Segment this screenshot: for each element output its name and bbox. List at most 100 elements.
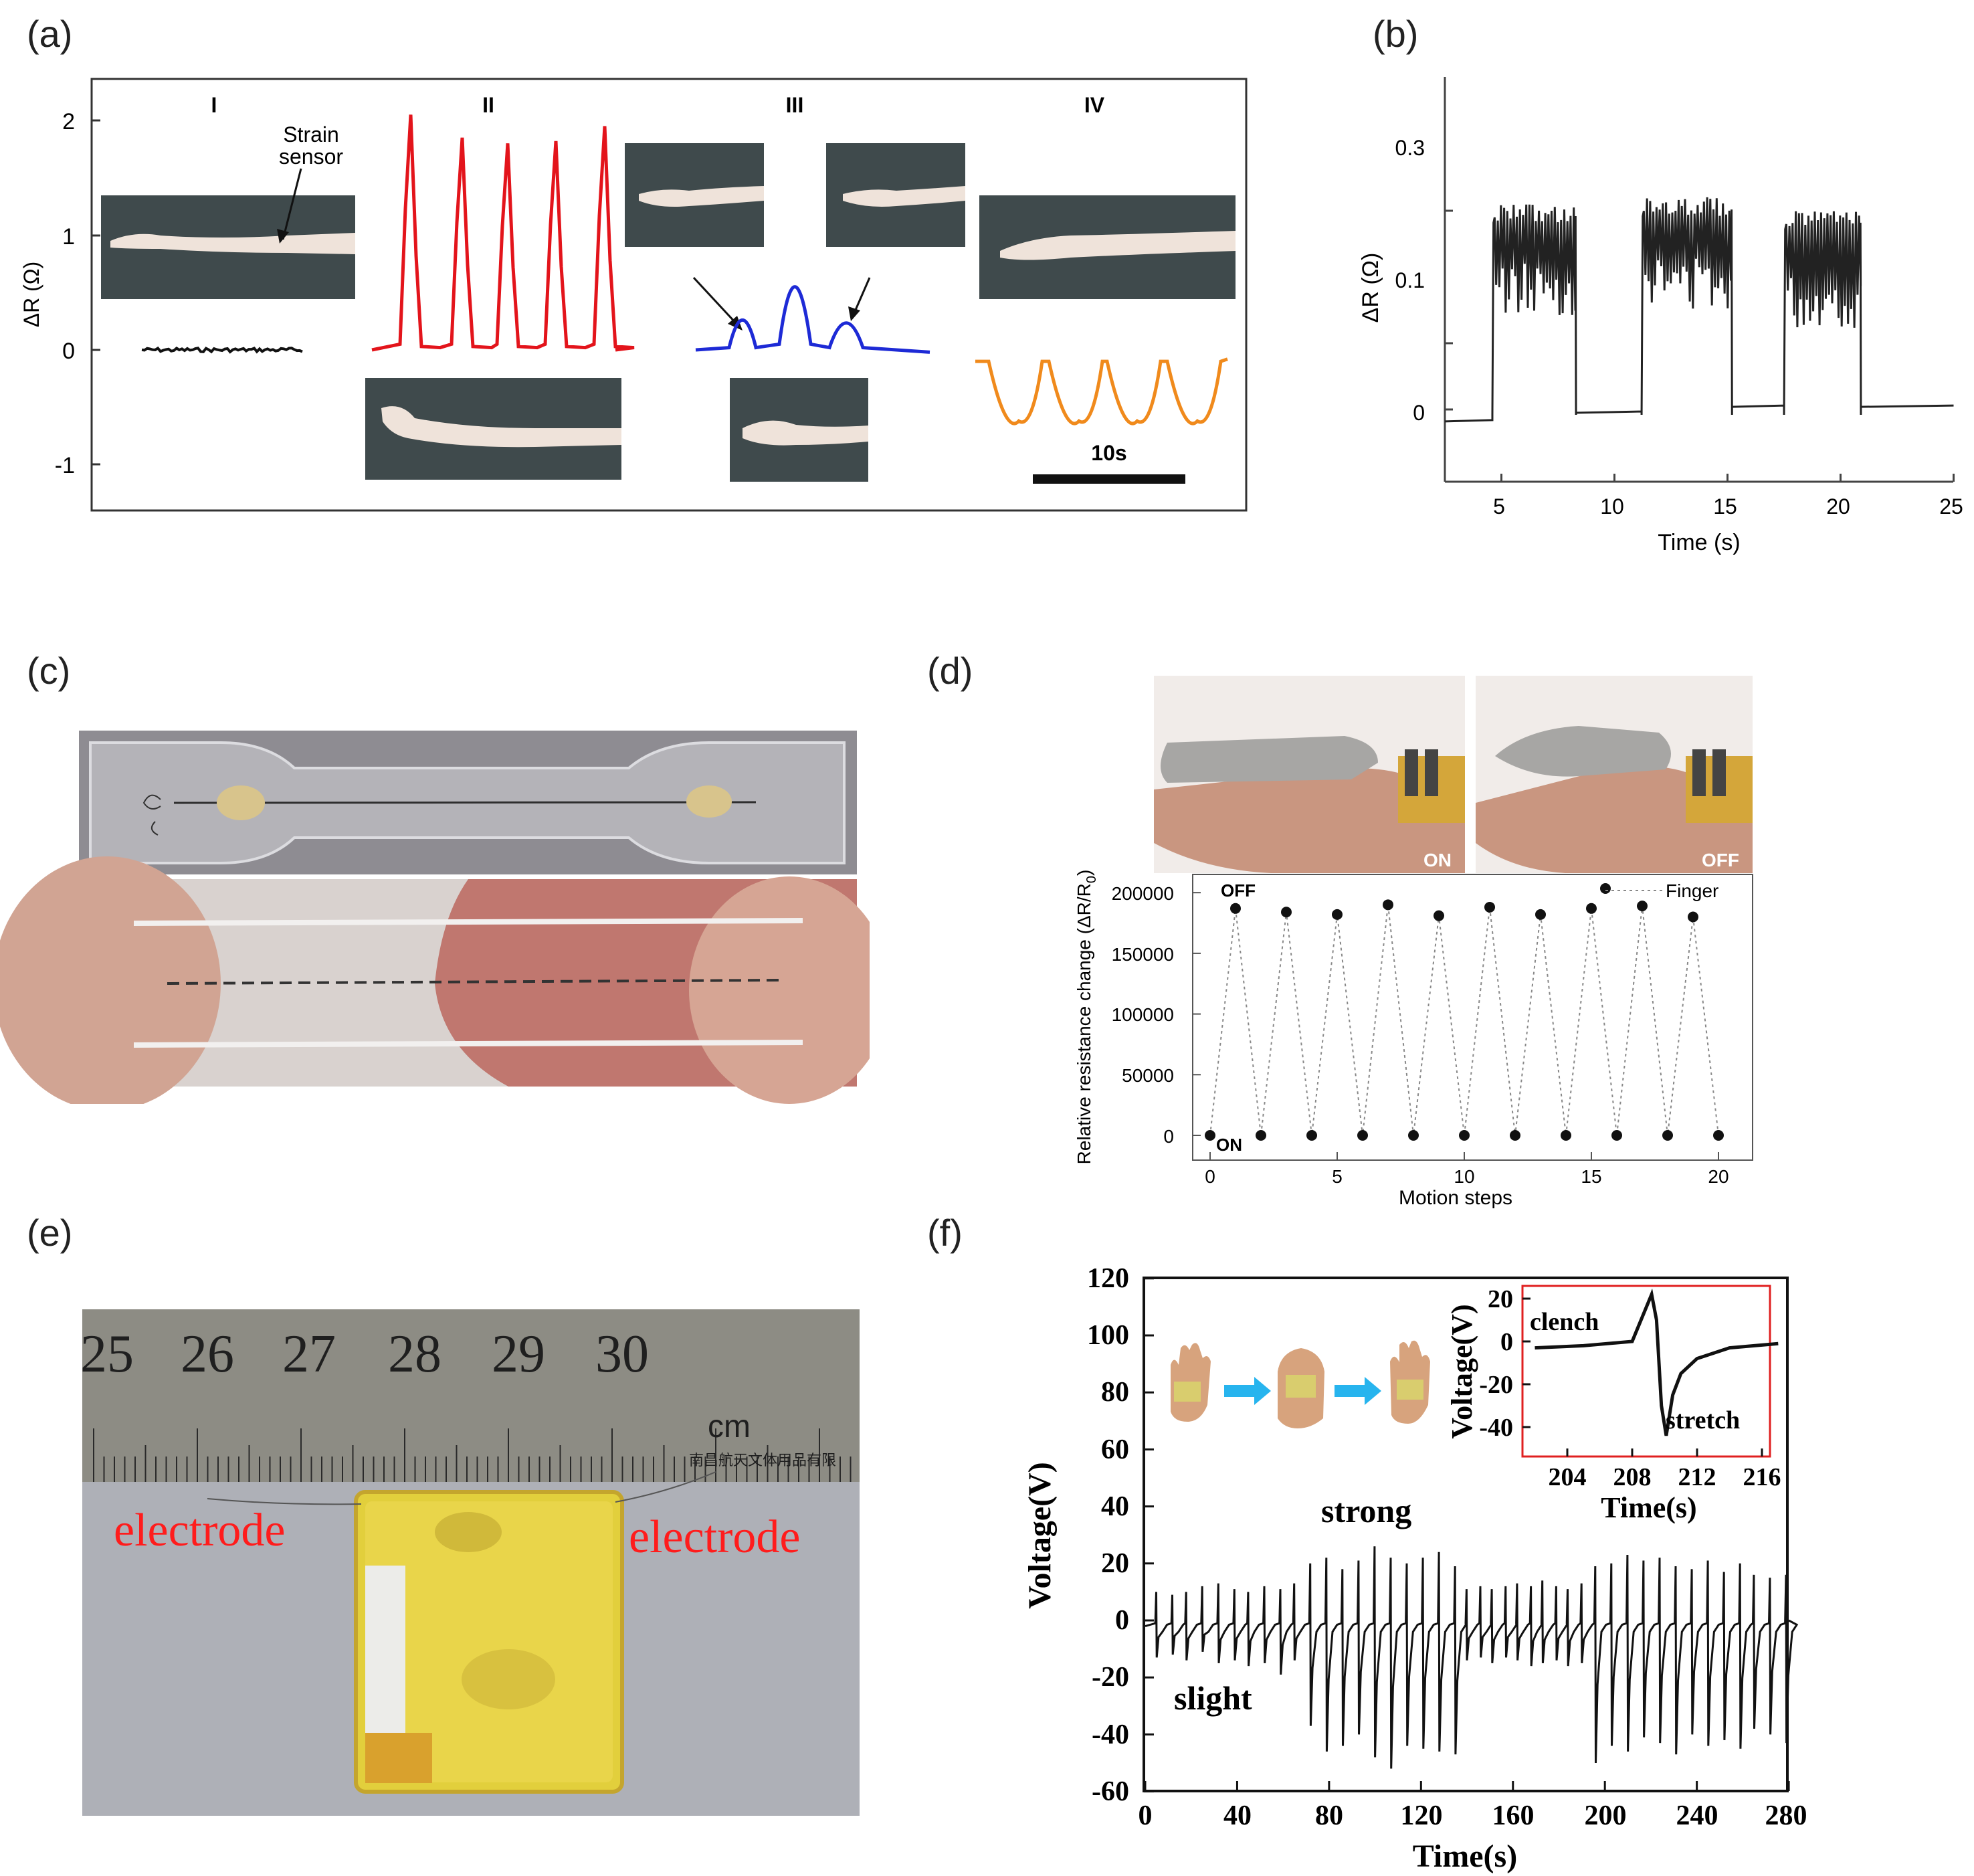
panel-f-xtick-80: 80: [1315, 1800, 1343, 1831]
panel-a-photo-I: [101, 195, 355, 299]
panel-c-photo-top: [79, 731, 857, 874]
panel-d-data-point: [1561, 1130, 1571, 1141]
panel-a-section-III: III: [786, 93, 804, 117]
panel-f-label-strong: strong: [1321, 1492, 1411, 1529]
panel-f-ytick-120: 120: [1087, 1263, 1129, 1294]
panel-d-xtick-20: 20: [1708, 1166, 1729, 1187]
panel-d-ytick-50000: 50000: [1122, 1065, 1174, 1086]
panel-a-ytick-0: 0: [62, 339, 75, 364]
panel-e-ruler-30: 30: [595, 1325, 649, 1384]
panel-d-xtick-10: 10: [1454, 1166, 1474, 1187]
panel-d-data-point: [1662, 1130, 1673, 1141]
panel-e-electrode-left: electrode: [114, 1505, 285, 1556]
panel-f-inset-ytick-20: 20: [1488, 1285, 1513, 1313]
panel-d-photo-label-on: ON: [1423, 850, 1452, 870]
panel-d-ytick-200000: 200000: [1112, 883, 1174, 904]
panel-d-data-point: [1459, 1130, 1470, 1141]
panel-f-inset-xlabel: Time(s): [1601, 1491, 1696, 1524]
panel-b: ΔR (Ω) Time (s) 0.3 0.1 0 5 10 15 20 25: [1338, 0, 1974, 602]
panel-b-ylabel: ΔR (Ω): [1358, 253, 1383, 323]
panel-f-ytick-neg60: -60: [1092, 1776, 1129, 1807]
panel-f-inset-xtick-216: 216: [1743, 1463, 1781, 1491]
panel-d-data-point: [1383, 899, 1393, 911]
panel-b-chart: ΔR (Ω) Time (s) 0.3 0.1 0 5 10 15 20 25: [1358, 77, 1963, 555]
panel-e-ruler-28: 28: [388, 1325, 441, 1384]
panel-a-section-II: II: [482, 93, 494, 117]
panel-a-ytick-neg1: -1: [55, 453, 75, 478]
panel-d-ylabel-sub: 0: [1084, 876, 1099, 883]
panel-d-photo-off: [1476, 676, 1753, 873]
panel-f-hand-icon-3: [1390, 1340, 1430, 1424]
panel-d-photo-on: [1154, 676, 1465, 873]
panel-f-letter: (f): [927, 1212, 963, 1254]
panel-b-xtick-25: 25: [1939, 494, 1963, 519]
panel-e-photo: 25 26 27 28 29 30 cm 南昌航天文体用品有限 electrod…: [80, 1309, 860, 1816]
panel-f-xtick-120: 120: [1401, 1800, 1443, 1831]
panel-e-ruler: [82, 1309, 860, 1482]
panel-f-ytick-100: 100: [1087, 1320, 1129, 1351]
panel-f-inset-ytick-neg40: -40: [1479, 1414, 1513, 1442]
panel-f-ytick-60: 60: [1101, 1434, 1129, 1465]
panel-a-photo-III-bottom: [730, 378, 868, 482]
panel-f-inset-label-clench: clench: [1530, 1308, 1599, 1336]
panel-b-xtick-10: 10: [1600, 494, 1624, 519]
panel-f-ytick-80: 80: [1101, 1377, 1129, 1408]
panel-a-annotation-line2: sensor: [279, 145, 343, 169]
panel-a-scalebar-label: 10s: [1091, 441, 1126, 465]
panel-f-ytick-20: 20: [1101, 1548, 1129, 1579]
panel-a-photo-II: [365, 378, 621, 480]
panel-a-letter: (a): [27, 13, 73, 55]
panel-b-ytick-0: 0: [1413, 401, 1425, 425]
panel-f-inset-xtick-208: 208: [1613, 1463, 1652, 1491]
panel-e-ruler-26: 26: [181, 1325, 234, 1384]
panel-f-inset-ytick-0: 0: [1500, 1328, 1513, 1356]
panel-d-point-label-off: OFF: [1221, 880, 1256, 901]
panel-d: ON OFF 200000 150000 100000 50000 0 0 5 …: [936, 669, 1974, 1218]
panel-d-data-point: [1713, 1130, 1724, 1141]
panel-d-data-point: [1332, 909, 1343, 920]
panel-a-photo-III-right: [826, 143, 965, 247]
panel-f-ytick-neg40: -40: [1092, 1719, 1129, 1750]
panel-e-ruler-29: 29: [492, 1325, 545, 1384]
panel-d-xtick-0: 0: [1205, 1166, 1215, 1187]
panel-f-ytick-40: 40: [1101, 1491, 1129, 1522]
panel-a-ytick-1: 1: [62, 224, 75, 250]
panel-f-xlabel: Time(s): [1413, 1839, 1517, 1874]
panel-a-photo-IV: [979, 195, 1236, 299]
panel-d-data-point: [1484, 901, 1495, 913]
panel-b-trace: [1444, 197, 1954, 423]
panel-d-plot-frame: [1192, 874, 1753, 1161]
panel-d-ytick-100000: 100000: [1112, 1004, 1174, 1025]
panel-d-data-point: [1586, 903, 1597, 914]
panel-d-data-point: [1688, 911, 1698, 923]
panel-f-inset-xtick-212: 212: [1678, 1463, 1716, 1491]
panel-a-ylabel: ΔR (Ω): [19, 262, 43, 328]
panel-f-arrow-icon-1: [1224, 1377, 1271, 1405]
panel-d-xtick-5: 5: [1332, 1166, 1343, 1187]
panel-d-xtick-15: 15: [1581, 1166, 1601, 1187]
panel-d-ytick-0: 0: [1163, 1126, 1174, 1147]
panel-f-inset-ytick-neg20: -20: [1479, 1371, 1513, 1399]
panel-d-series-line: [1209, 905, 1719, 1136]
panel-f-xtick-160: 160: [1492, 1800, 1535, 1831]
panel-d-data-point: [1230, 903, 1241, 914]
panel-a-trace-IV: [975, 357, 1228, 426]
panel-f-inset-frame: [1521, 1285, 1771, 1458]
panel-a-section-I: I: [211, 93, 217, 117]
panel-f-inset-xtick-204: 204: [1549, 1463, 1587, 1491]
panel-e-ruler-unit: cm: [708, 1409, 751, 1444]
panel-b-letter: (b): [1373, 13, 1419, 55]
panel-f-ytick-0: 0: [1115, 1605, 1129, 1636]
panel-d-ylabel-end: ): [1074, 870, 1094, 876]
panel-f-ylabel: Voltage(V): [1022, 1462, 1058, 1609]
panel-d-legend-marker: [1600, 883, 1611, 894]
panel-c-letter: (c): [27, 650, 71, 692]
panel-d-data-point: [1256, 1130, 1266, 1141]
panel-f-xtick-40: 40: [1223, 1800, 1252, 1831]
panel-d-letter: (d): [927, 650, 973, 692]
panel-f-xtick-0: 0: [1139, 1800, 1153, 1831]
panel-f-hand-icon-2: [1278, 1348, 1324, 1428]
panel-a-photo-III-left: [625, 143, 764, 247]
panel-e-ruler-27: 27: [282, 1325, 336, 1384]
panel-f-xtick-240: 240: [1676, 1800, 1718, 1831]
